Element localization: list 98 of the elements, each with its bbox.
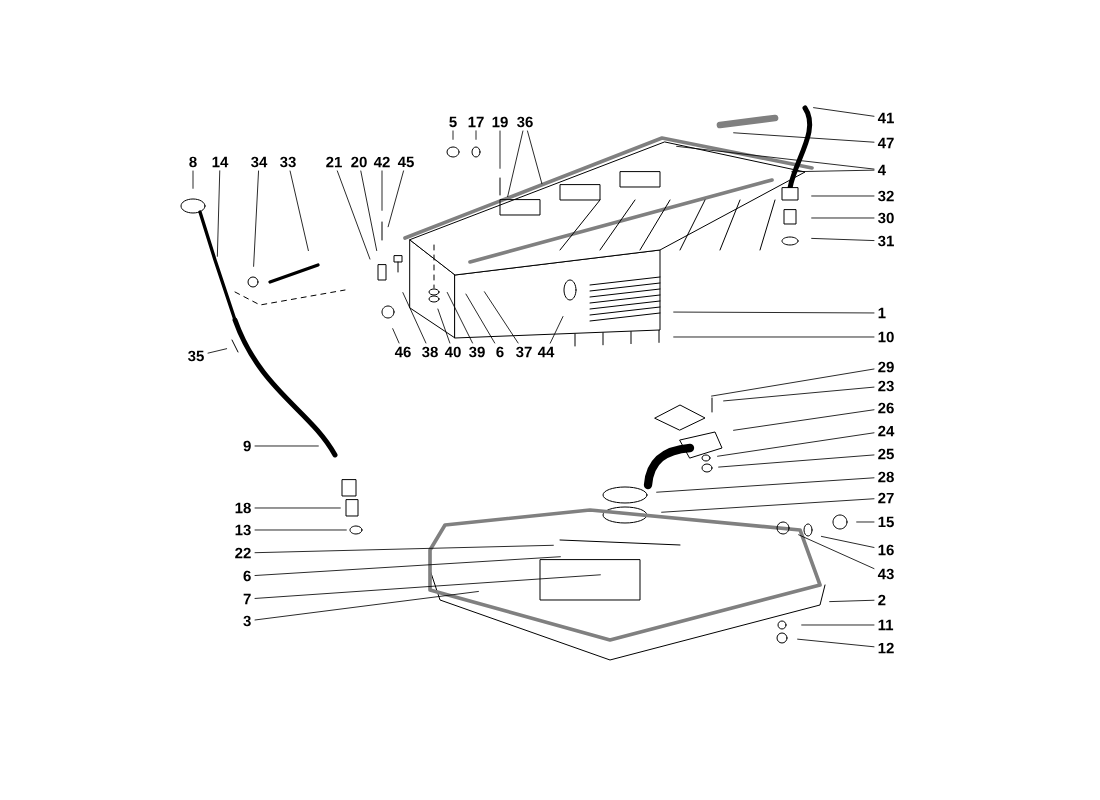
leader-line: [791, 169, 875, 173]
callout-number: 17: [468, 116, 484, 128]
leader-line: [811, 217, 875, 219]
callout-number: 13: [235, 524, 251, 536]
callout-number: 28: [878, 471, 894, 483]
leader-line: [797, 638, 875, 648]
leader-line: [801, 624, 875, 626]
leader-line: [253, 170, 259, 267]
leader-line: [216, 170, 221, 257]
leader-line: [475, 130, 477, 140]
callout-number: 20: [351, 156, 367, 168]
leader-line: [336, 170, 371, 260]
callout-number: 6: [243, 570, 251, 582]
leader-line: [192, 170, 194, 189]
leader-line: [717, 432, 875, 457]
leader-line: [856, 521, 875, 523]
leader-line: [733, 409, 875, 431]
leader-line: [676, 145, 875, 170]
callout-number: 25: [878, 448, 894, 460]
callout-number: 9: [243, 440, 251, 452]
callout-number: 23: [878, 380, 894, 392]
leader-line: [821, 536, 875, 548]
callout-number: 12: [878, 642, 894, 654]
leader-line: [465, 293, 496, 344]
callout-number: 15: [878, 516, 894, 528]
callout-number: 21: [326, 156, 342, 168]
leader-line: [254, 507, 341, 509]
leader-line: [811, 238, 875, 241]
callout-number: 3: [243, 615, 251, 627]
callout-number: 10: [878, 331, 894, 343]
callout-number: 7: [243, 593, 251, 605]
callout-number: 8: [189, 156, 197, 168]
callout-number: 19: [492, 116, 508, 128]
leader-line: [673, 336, 875, 338]
callout-number: 2: [878, 594, 886, 606]
callout-number: 43: [877, 568, 894, 580]
callout-number: 37: [516, 346, 532, 358]
callout-number: 45: [397, 156, 414, 168]
callout-number: 33: [280, 156, 296, 168]
leader-line: [723, 386, 875, 402]
leader-line: [661, 498, 875, 513]
callout-number: 26: [878, 402, 894, 414]
callout-number: 27: [878, 492, 894, 504]
leader-line: [484, 291, 519, 344]
callout-number: 24: [878, 425, 895, 437]
leader-line: [207, 348, 228, 354]
leader-line: [392, 328, 400, 344]
leader-line: [811, 195, 875, 197]
callout-number: 40: [444, 346, 461, 358]
leader-line: [254, 574, 601, 599]
callout-number: 38: [422, 346, 438, 358]
callout-number: 41: [877, 112, 894, 124]
leader-line: [733, 132, 875, 143]
leader-line: [829, 599, 875, 603]
leader-line: [387, 170, 404, 228]
callout-number: 32: [878, 190, 894, 202]
callout-number: 34: [251, 156, 268, 168]
callout-number: 18: [235, 502, 251, 514]
callout-number: 6: [496, 346, 504, 358]
callout-number: 44: [537, 346, 555, 358]
callout-number: 14: [212, 156, 229, 168]
leader-line: [527, 130, 543, 185]
leader-line: [254, 445, 319, 447]
leader-line: [673, 311, 875, 314]
callout-number: 46: [394, 346, 411, 358]
leader-line: [718, 454, 875, 468]
leader-line: [798, 534, 875, 570]
leader-line: [813, 107, 875, 117]
callout-number: 36: [517, 116, 533, 128]
callout-number: 29: [878, 361, 894, 373]
callout-number: 39: [469, 346, 485, 358]
callout-number: 30: [878, 212, 894, 224]
leader-line: [402, 292, 427, 344]
leader-line: [254, 544, 554, 554]
leader-line: [711, 368, 875, 397]
leader-line: [289, 170, 309, 252]
leader-line: [254, 556, 561, 576]
leader-line: [446, 292, 473, 344]
leader-line: [254, 591, 479, 621]
leader-line: [360, 170, 378, 251]
callout-number: 1: [878, 307, 886, 319]
leader-line: [549, 316, 564, 344]
leader-line: [381, 170, 383, 211]
leader-line: [499, 130, 501, 169]
callout-number: 4: [877, 164, 886, 176]
callout-number: 22: [235, 547, 251, 559]
leader-line: [507, 130, 524, 198]
callout-number: 35: [188, 350, 204, 362]
callout-number: 16: [878, 544, 894, 556]
leader-line: [437, 308, 451, 344]
callout-number: 42: [373, 156, 390, 168]
callout-number: 11: [878, 619, 894, 631]
leader-line: [254, 529, 347, 531]
callout-number: 31: [878, 235, 894, 247]
callout-number: 47: [877, 137, 894, 149]
leader-line: [452, 130, 454, 140]
callout-number: 5: [449, 116, 457, 128]
leader-line: [656, 477, 875, 493]
